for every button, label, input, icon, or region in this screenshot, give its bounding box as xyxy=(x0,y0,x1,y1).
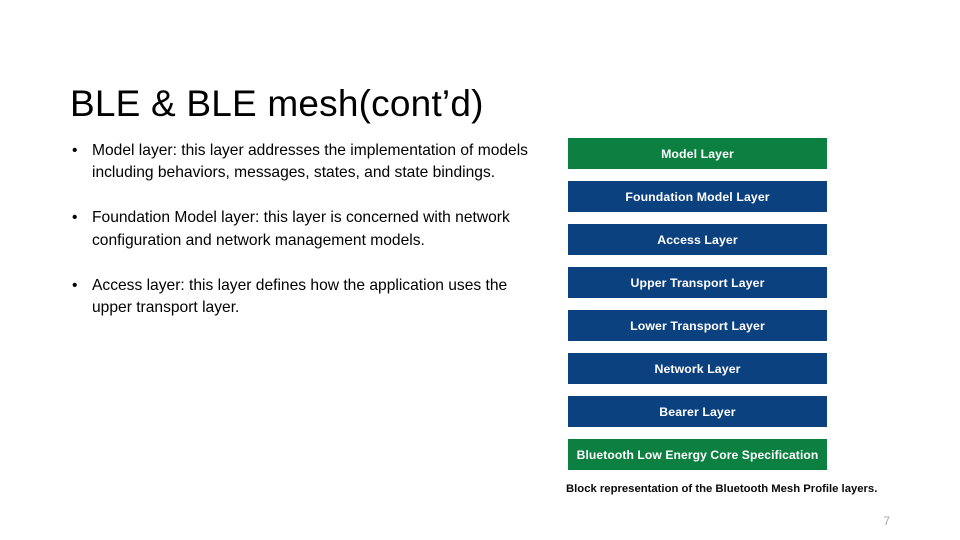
bullet-text-access-layer: Access layer: this layer defines how the… xyxy=(92,276,508,317)
bullet-list: • Model layer: this layer addresses the … xyxy=(68,140,540,319)
bullet-dot-icon: • xyxy=(72,142,78,159)
layer-block-model-layer: Model Layer xyxy=(568,138,827,169)
list-item: • Model layer: this layer addresses the … xyxy=(68,140,540,184)
page-title: BLE & BLE mesh(cont’d) xyxy=(70,82,484,124)
list-item: • Access layer: this layer defines how t… xyxy=(68,275,540,319)
layer-block-lower-transport-layer: Lower Transport Layer xyxy=(568,310,827,341)
layer-block-foundation-model-layer: Foundation Model Layer xyxy=(568,181,827,212)
page-number: 7 xyxy=(883,514,890,528)
layer-block-upper-transport-layer: Upper Transport Layer xyxy=(568,267,827,298)
list-item: • Foundation Model layer: this layer is … xyxy=(68,207,540,251)
bullet-text-model-layer: Model layer: this layer addresses the im… xyxy=(92,142,528,182)
bullet-text-foundation-model-layer: Foundation Model layer: this layer is co… xyxy=(92,209,510,249)
layer-block-access-layer: Access Layer xyxy=(568,224,827,255)
mesh-profile-layer-stack: Model Layer Foundation Model Layer Acces… xyxy=(568,138,827,470)
layer-block-bearer-layer: Bearer Layer xyxy=(568,396,827,427)
layer-block-bluetooth-low-energy-core-specification: Bluetooth Low Energy Core Specification xyxy=(568,439,827,470)
bullet-dot-icon: • xyxy=(72,209,78,227)
bullet-dot-icon: • xyxy=(72,276,78,294)
diagram-caption: Block representation of the Bluetooth Me… xyxy=(566,483,878,495)
layer-block-network-layer: Network Layer xyxy=(568,353,827,384)
